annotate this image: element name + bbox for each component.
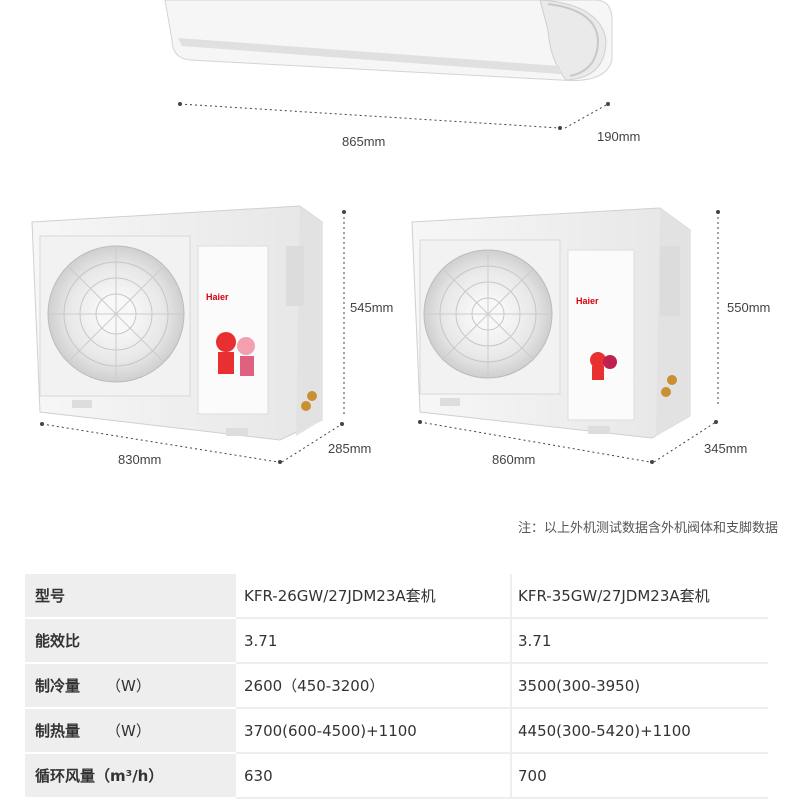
model-2-value: 3.71 (512, 619, 768, 664)
outdoor2-dimension-lines (419, 212, 719, 463)
row-label: 制热量 （W） (25, 709, 236, 754)
indoor-depth-label: 190mm (597, 129, 641, 144)
table-row: 循环风量（m³/h） 630 700 (25, 754, 768, 799)
indoor-unit (164, 0, 613, 82)
model-1-value: 2600（450-3200） (236, 664, 512, 709)
row-label-text: 循环风量（m³/h） (35, 767, 164, 785)
measurement-note: 注：以上外机测试数据含外机阀体和支脚数据 (517, 521, 778, 536)
haier-logo: Haier (206, 292, 229, 302)
model-1-value: 3.71 (236, 619, 512, 664)
row-label-text: 制热量 (35, 722, 81, 740)
outdoor2-depth-label: 345mm (704, 441, 748, 456)
product-dimension-figure: Haier (31, 0, 771, 467)
row-label-text: 制冷量 (35, 677, 81, 695)
model-2-value: 700 (512, 754, 768, 799)
row-label: 型号 (25, 574, 236, 619)
indoor-width-label: 865mm (342, 134, 386, 149)
outdoor2-height-label: 550mm (727, 300, 771, 315)
row-unit: （W） (106, 722, 151, 740)
indoor-dimension-lines (179, 103, 609, 129)
model-2-value: 4450(300-5420)+1100 (512, 709, 768, 754)
table-row: 制冷量 （W） 2600（450-3200） 3500(300-3950) (25, 664, 768, 709)
product-illustration: Haier (31, 0, 720, 464)
row-label-text: 型号 (35, 587, 66, 605)
model-2-value: 3500(300-3950) (512, 664, 768, 709)
table-row: 能效比 3.71 3.71 (25, 619, 768, 664)
row-label: 能效比 (25, 619, 236, 664)
outdoor-unit-2: Haier (411, 207, 691, 439)
row-label-text: 能效比 (35, 632, 81, 650)
model-1-value: KFR-26GW/27JDM23A套机 (236, 574, 512, 619)
row-label: 制冷量 （W） (25, 664, 236, 709)
model-1-value: 630 (236, 754, 512, 799)
row-label: 循环风量（m³/h） (25, 754, 236, 799)
model-2-value: KFR-35GW/27JDM23A套机 (512, 574, 768, 619)
haier-logo: Haier (576, 296, 599, 306)
spec-table: 型号 KFR-26GW/27JDM23A套机 KFR-35GW/27JDM23A… (25, 574, 768, 799)
row-unit: （W） (106, 677, 151, 695)
outdoor1-depth-label: 285mm (328, 441, 372, 456)
outdoor2-width-label: 860mm (492, 452, 536, 467)
table-row: 型号 KFR-26GW/27JDM23A套机 KFR-35GW/27JDM23A… (25, 574, 768, 619)
model-1-value: 3700(600-4500)+1100 (236, 709, 512, 754)
outdoor1-dimension-lines (41, 212, 345, 463)
outdoor1-width-label: 830mm (118, 452, 162, 467)
outdoor-unit-1: Haier (31, 205, 323, 441)
outdoor1-height-label: 545mm (350, 300, 394, 315)
table-row: 制热量 （W） 3700(600-4500)+1100 4450(300-5420… (25, 709, 768, 754)
